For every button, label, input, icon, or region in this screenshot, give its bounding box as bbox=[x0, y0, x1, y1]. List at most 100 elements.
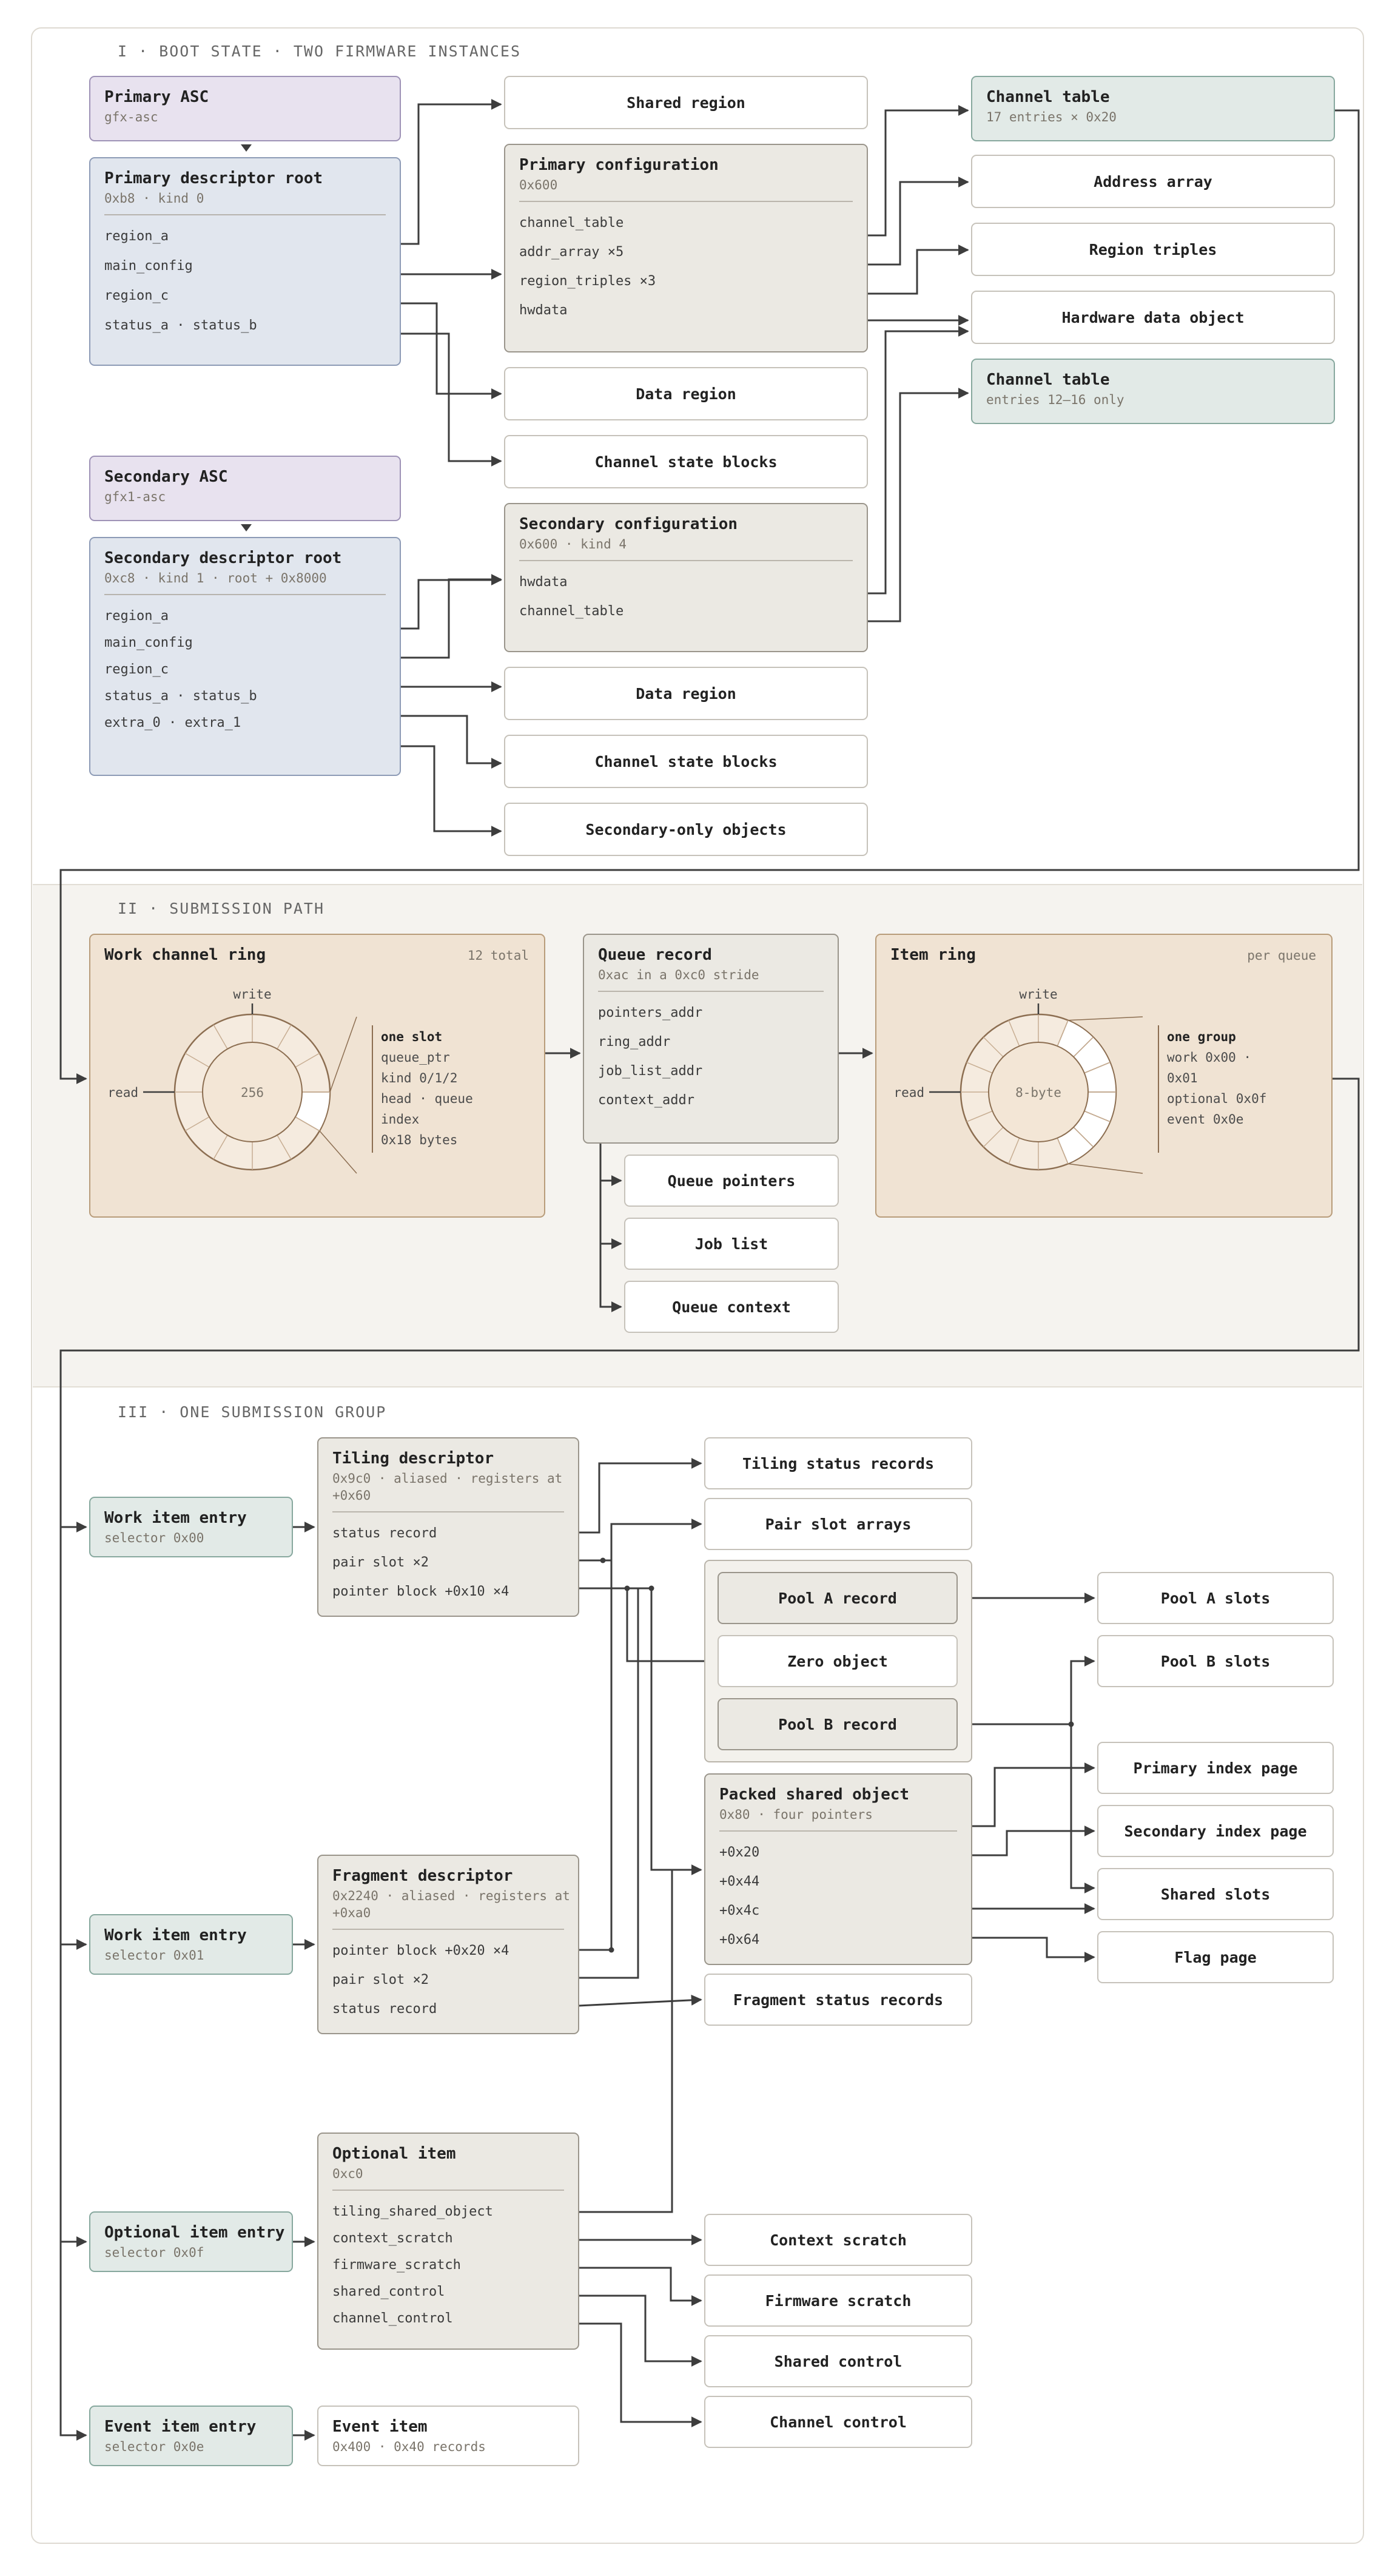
node-subtitle: 0x2240 · aliased · registers at bbox=[332, 1889, 570, 1903]
ring-count-label: per queue bbox=[1247, 948, 1316, 963]
node-title: Job list bbox=[695, 1235, 768, 1253]
node-title: Queue context bbox=[672, 1298, 791, 1316]
node-field: hwdata bbox=[519, 575, 567, 590]
node-field: +0x44 bbox=[719, 1874, 759, 1889]
node-field: +0x20 bbox=[719, 1845, 759, 1860]
connector bbox=[400, 574, 502, 659]
node-subtitle: entries 12–16 only bbox=[986, 393, 1124, 407]
junction-dot bbox=[624, 1585, 630, 1591]
node-field: channel_control bbox=[332, 2311, 453, 2326]
connector bbox=[972, 1826, 1095, 1856]
connector bbox=[400, 302, 502, 399]
node-box bbox=[504, 435, 868, 488]
ring-slot-divider bbox=[983, 1127, 1004, 1148]
node-title: Pool A record bbox=[778, 1590, 897, 1607]
node-box bbox=[704, 2396, 972, 2448]
ring-slot-divider bbox=[213, 1135, 228, 1160]
node-field: channel_table bbox=[519, 215, 624, 231]
ring-callout-line bbox=[1067, 1016, 1143, 1021]
section-title-submission: II · SUBMISSION PATH bbox=[118, 900, 324, 917]
node-field: extra_0 · extra_1 bbox=[104, 715, 241, 730]
node-box bbox=[718, 1572, 958, 1624]
node-title: Data region bbox=[636, 685, 736, 703]
node-box bbox=[704, 1974, 972, 2026]
node-box bbox=[504, 667, 868, 720]
connector bbox=[867, 244, 969, 295]
node-optional-item: Optional item0xc0tiling_shared_objectcon… bbox=[317, 2133, 579, 2350]
connector bbox=[578, 1994, 702, 2007]
node-channel-control: Channel control bbox=[704, 2396, 972, 2448]
connector bbox=[59, 109, 1360, 1084]
node-pair-slot-arrays: Pair slot arrays bbox=[704, 1498, 972, 1550]
node-primary-index: Primary index page bbox=[1097, 1742, 1334, 1794]
node-box bbox=[971, 155, 1335, 208]
node-field: shared_control bbox=[332, 2284, 445, 2299]
node-title: Zero object bbox=[787, 1653, 888, 1670]
connector bbox=[59, 1077, 1360, 2441]
node-shared-control: Shared control bbox=[704, 2335, 972, 2387]
node-field: region_c bbox=[104, 662, 169, 677]
node-field: region_a bbox=[104, 229, 169, 244]
node-field: status record bbox=[332, 2001, 437, 2017]
node-pool-a-slots: Pool A slots bbox=[1097, 1572, 1334, 1624]
node-field: job_list_addr bbox=[598, 1064, 702, 1079]
node-title: Channel control bbox=[770, 2413, 907, 2431]
node-subtitle: selector 0x01 bbox=[104, 1948, 204, 1963]
node-field: region_a bbox=[104, 609, 169, 624]
node-subtitle: 0xb8 · kind 0 bbox=[104, 191, 204, 206]
ring-slot-divider bbox=[213, 1024, 228, 1050]
node-field: context_scratch bbox=[332, 2231, 453, 2246]
node-box bbox=[504, 503, 868, 652]
node-box bbox=[504, 144, 868, 352]
node-field: hwdata bbox=[519, 303, 567, 318]
node-secondary-root: Secondary descriptor root 0xc8 · kind 1 ·… bbox=[89, 537, 401, 776]
node-field: channel_table bbox=[519, 604, 624, 619]
node-box bbox=[504, 735, 868, 788]
ring-center-label: 8-byte bbox=[1015, 1085, 1061, 1100]
node-pool-b-slots: Pool B slots bbox=[1097, 1635, 1334, 1687]
ring-slot-divider bbox=[295, 1116, 320, 1131]
node-box bbox=[504, 76, 868, 129]
ring-title: Item ring bbox=[890, 946, 976, 964]
ring-slot-divider bbox=[277, 1135, 292, 1160]
node-box bbox=[704, 2214, 972, 2266]
ring-slot-divider bbox=[966, 1062, 993, 1074]
node-title: Optional item bbox=[332, 2145, 456, 2163]
ring-slot-divider bbox=[983, 1036, 1004, 1057]
node-subtitle: selector 0x00 bbox=[104, 1531, 204, 1545]
node-queue-context: Queue context bbox=[624, 1281, 839, 1333]
node-secondary-only: Secondary-only objects bbox=[504, 803, 868, 856]
connector bbox=[867, 388, 969, 622]
node-box bbox=[971, 291, 1335, 344]
connector bbox=[957, 1656, 1095, 1725]
node-field: pointers_addr bbox=[598, 1005, 702, 1020]
connector bbox=[867, 326, 969, 595]
ring-slot-divider bbox=[1073, 1127, 1094, 1148]
node-pool-b-record: Pool B record bbox=[718, 1698, 958, 1750]
node-box bbox=[718, 1698, 958, 1750]
ring-inner bbox=[202, 1042, 303, 1142]
ring-title: Work channel ring bbox=[104, 946, 266, 964]
node-subtitle-cont: +0xa0 bbox=[332, 1906, 371, 1920]
node-title: Secondary descriptor root bbox=[104, 549, 341, 567]
node-title: Primary configuration bbox=[519, 156, 719, 174]
node-field: pointer block +0x20 ×4 bbox=[332, 1943, 509, 1958]
junction-dot bbox=[608, 1947, 614, 1953]
node-box bbox=[624, 1218, 839, 1270]
node-channel-state-2: Channel state blocks bbox=[504, 735, 868, 788]
connector bbox=[579, 1587, 716, 1667]
node-subtitle: 0xc8 · kind 1 · root + 0x8000 bbox=[104, 571, 327, 585]
node-title: Work item entry bbox=[104, 1926, 247, 1944]
ring-legend-line: kind 0/1/2 bbox=[381, 1071, 457, 1085]
ring-slot-divider bbox=[184, 1116, 210, 1131]
